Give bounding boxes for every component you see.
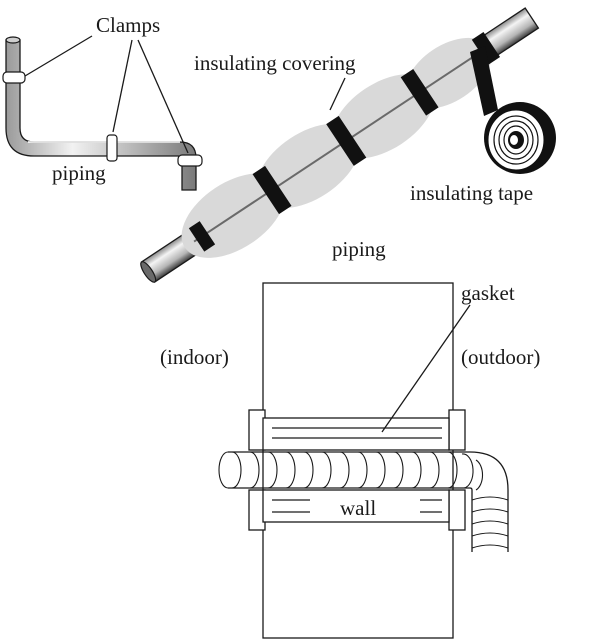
small-piping-assembly [2,35,203,191]
piping-label-middle: piping [332,237,386,261]
tape-band-3 [326,115,367,166]
insulation-spiral [231,451,509,549]
gasket-label: gasket [461,281,515,305]
insulating-covering-label: insulating covering [194,51,356,75]
tape-strip [470,46,498,116]
pipe-through-wall [228,451,509,552]
tape-roll [484,102,556,174]
sleeve-top [262,417,450,451]
gasket-leader [381,304,471,433]
clamps-label: Clamps [96,13,160,37]
clamp-3 [177,154,203,167]
tape-band-5 [471,32,501,65]
tape-band-4 [400,68,439,116]
tape-band-1 [188,221,216,252]
clamps-leader-2 [112,39,133,133]
indoor-label: (indoor) [160,345,229,369]
outdoor-label: (outdoor) [461,345,540,369]
wall-penetration [218,282,509,639]
tape-band-2 [252,165,292,215]
clamps-leader-1 [24,35,93,77]
flange-right-top [448,409,466,451]
flange-right-bottom [448,489,466,531]
piping-label-top: piping [52,161,106,185]
clamp-1 [2,71,26,84]
insulated-pipe [140,7,540,283]
wall-label: wall [340,496,376,520]
clamps-leader-3 [137,39,189,154]
covering-leader [329,77,346,111]
wall [262,282,454,639]
insulating-tape-label: insulating tape [410,181,533,205]
clamp-2 [106,134,118,162]
